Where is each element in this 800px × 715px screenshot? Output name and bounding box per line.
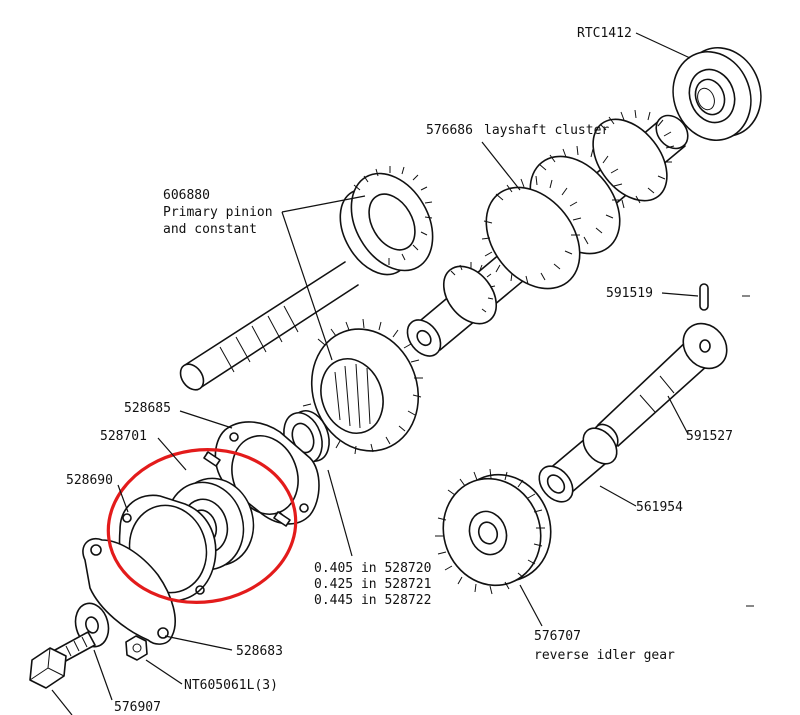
bearing-rtc1412 xyxy=(672,46,762,142)
constant-gear xyxy=(302,318,423,455)
label-nut: NT605061L(3) xyxy=(184,678,278,693)
bolt xyxy=(29,631,96,689)
label-primary-no: 606880 xyxy=(163,188,210,203)
part-labels: RTC1412 576686 layshaft cluster 606880 P… xyxy=(66,26,733,715)
label-528683: 528683 xyxy=(236,644,283,659)
leader-lines xyxy=(51,32,699,715)
highlight-circle xyxy=(106,448,298,604)
pin-591519 xyxy=(699,283,709,311)
margin-marks xyxy=(742,295,754,607)
label-shim-1: 0.405 in 528720 xyxy=(314,561,431,576)
label-shim-2: 0.425 in 528721 xyxy=(314,577,431,592)
label-primary-line2: and constant xyxy=(163,222,257,237)
label-layshaft-name: layshaft cluster xyxy=(484,123,609,138)
bearing-plate-528685 xyxy=(203,421,320,527)
bush-561954 xyxy=(538,427,618,503)
label-561954: 561954 xyxy=(636,500,683,515)
primary-pinion-shaft xyxy=(179,166,434,391)
label-shim-3: 0.445 in 528722 xyxy=(314,593,431,608)
label-primary-line1: Primary pinion xyxy=(163,205,273,220)
cover-plate-528683 xyxy=(82,538,176,645)
label-576907: 576907 xyxy=(114,700,161,715)
nut-nt605061l xyxy=(125,635,148,661)
label-layshaft-no: 576686 xyxy=(426,123,473,138)
label-idler-name: reverse idler gear xyxy=(534,648,675,663)
label-528690: 528690 xyxy=(66,473,113,488)
label-528701: 528701 xyxy=(100,429,147,444)
label-idler-no: 576707 xyxy=(534,629,581,644)
label-591519: 591519 xyxy=(606,286,653,301)
layshaft-cluster xyxy=(406,109,689,357)
reverse-idler-gear-576707 xyxy=(435,468,552,595)
label-rtc1412: RTC1412 xyxy=(577,26,632,41)
label-528685: 528685 xyxy=(124,401,171,416)
label-591527: 591527 xyxy=(686,429,733,444)
